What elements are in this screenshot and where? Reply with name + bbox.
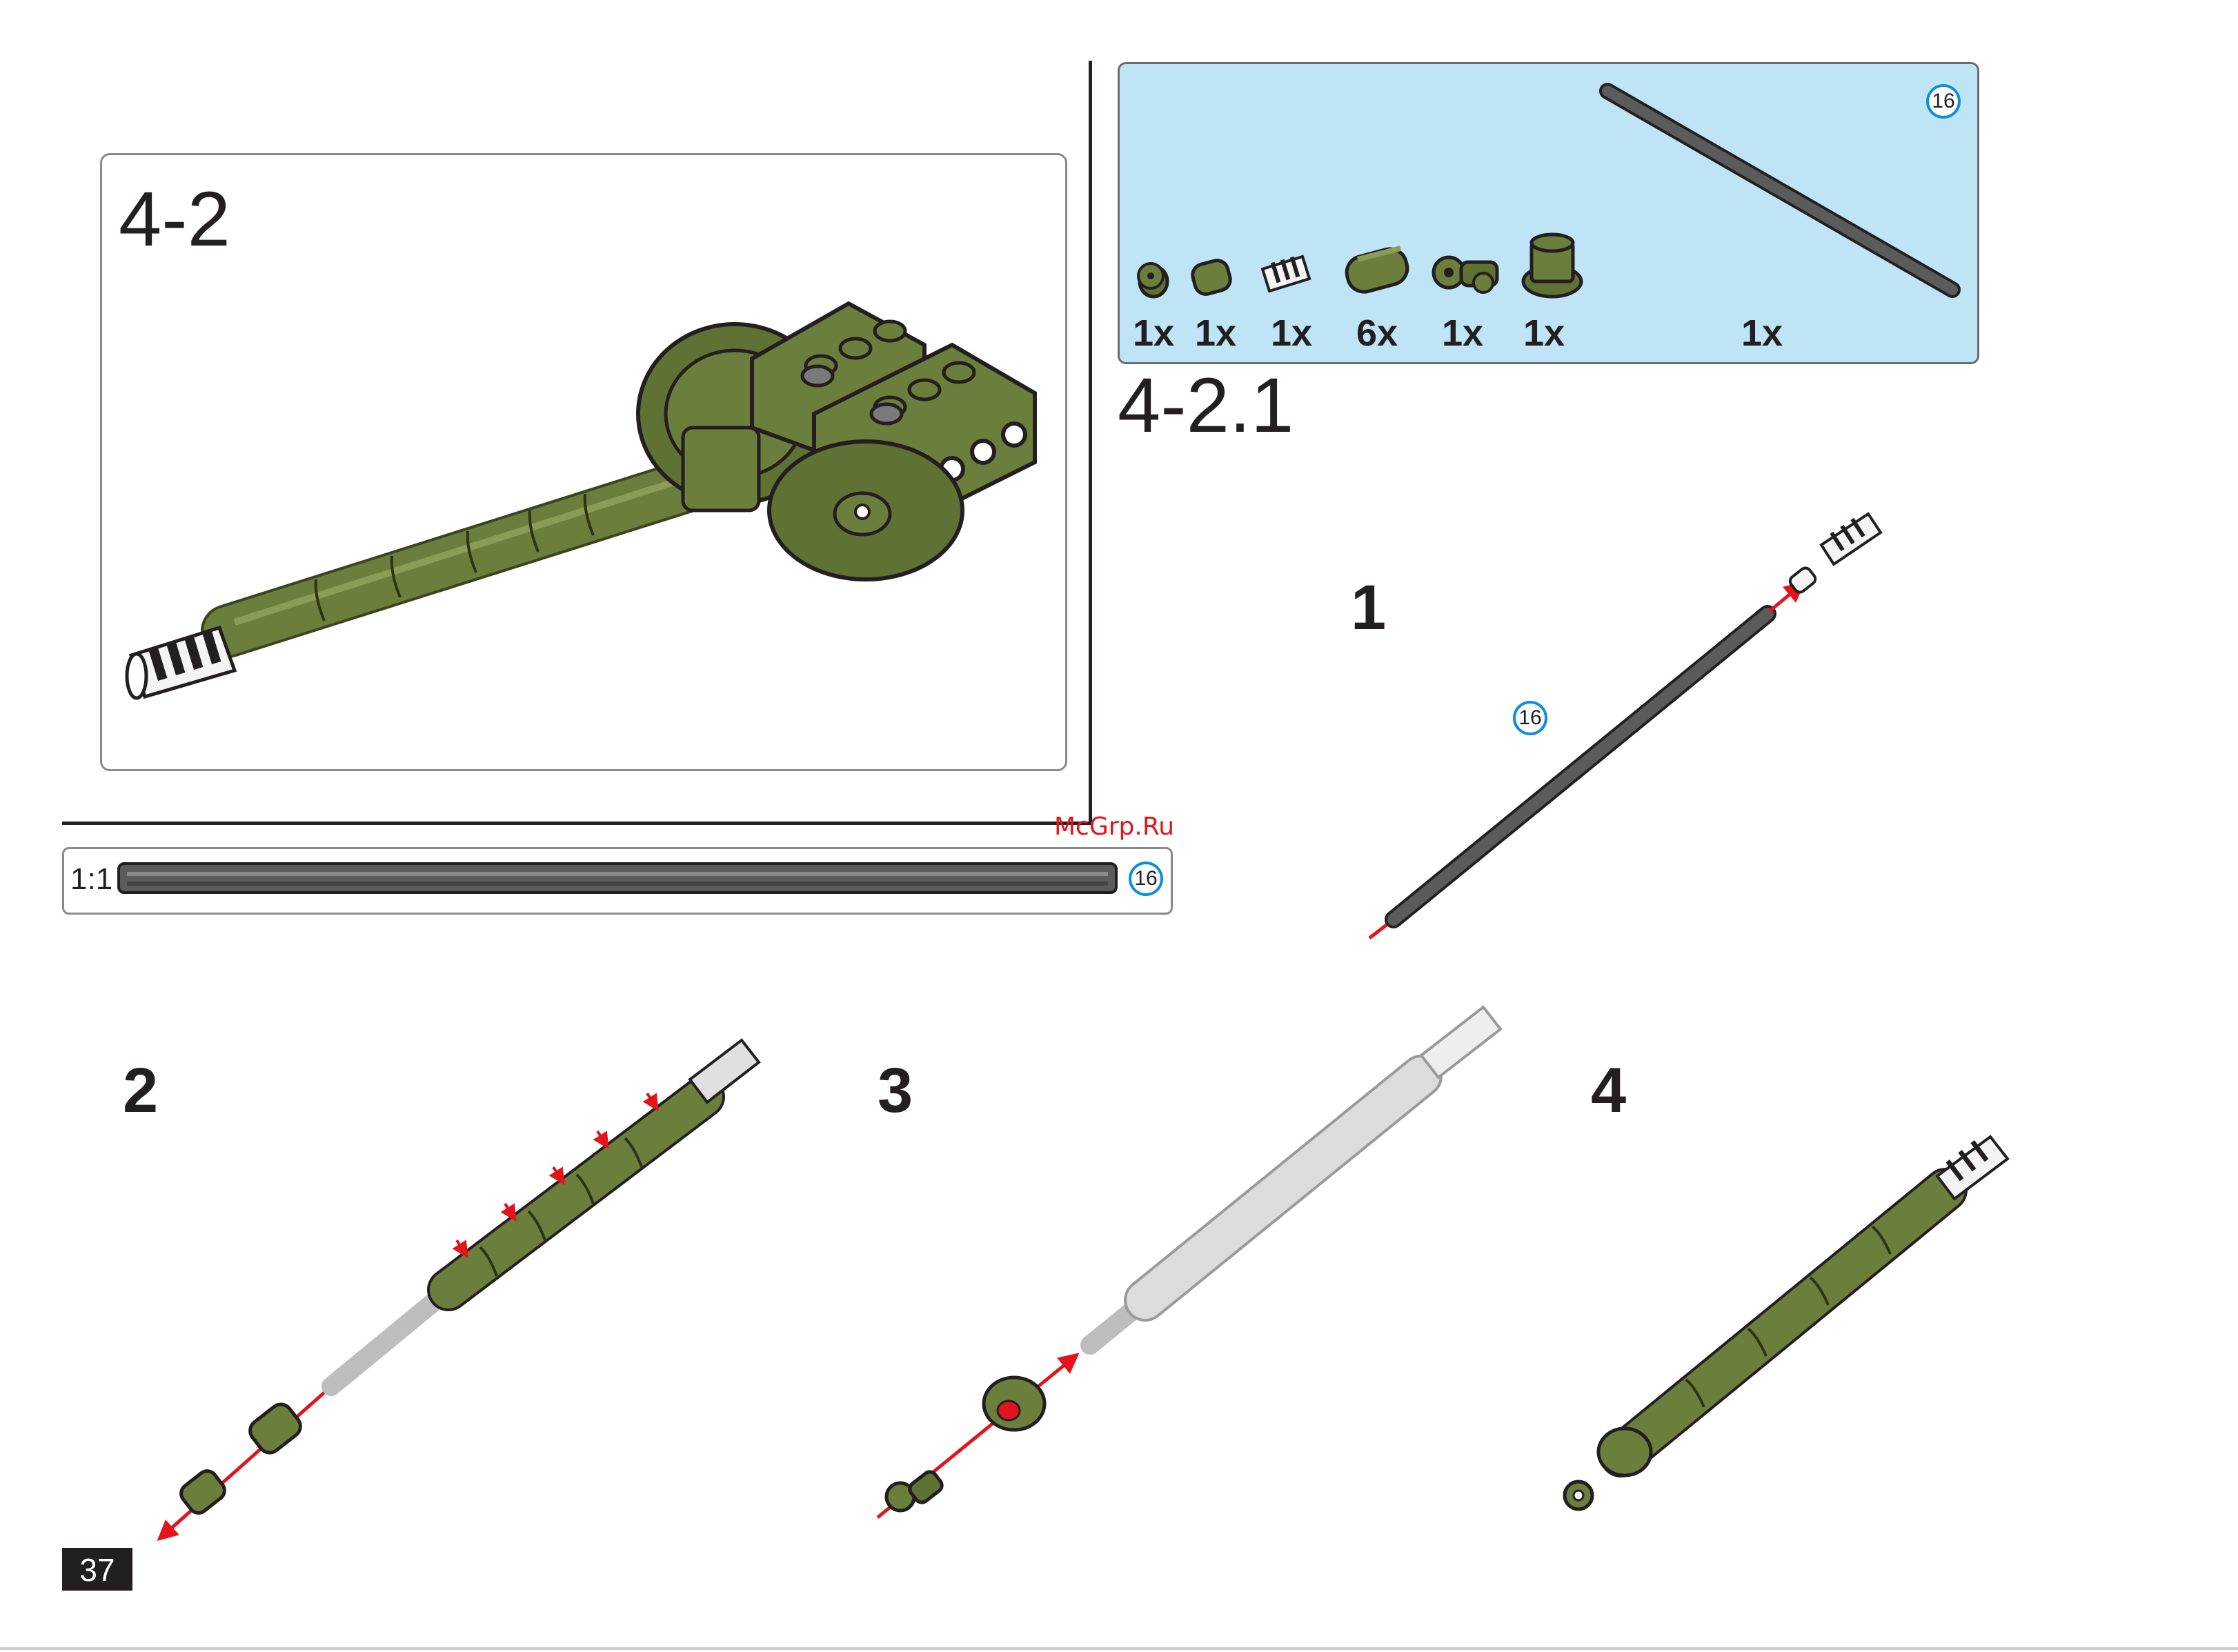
scale-guide-badge: 16 [1129, 862, 1163, 896]
step-3-number: 3 [878, 1059, 913, 1122]
scale-guide-label: 1:1 [70, 862, 112, 897]
step-4-number: 4 [1591, 1059, 1626, 1122]
parts-box-axle-badge: 16 [1926, 84, 1961, 119]
scale-guide-axle [117, 862, 1118, 894]
horizontal-divider [62, 822, 1092, 825]
step-1-illustration [1369, 514, 1881, 938]
assembly-preview-panel [100, 153, 1067, 771]
step-4-illustration [1565, 1137, 2008, 1509]
parts-qty-6: 1x [1523, 315, 1565, 352]
bottom-edge-line [0, 1647, 2238, 1650]
parts-qty-5: 1x [1442, 315, 1483, 352]
parts-qty-4: 6x [1356, 315, 1398, 352]
assembly-label: 4-2 [119, 181, 230, 258]
parts-qty-2: 1x [1195, 315, 1236, 352]
page-number: 37 [62, 1552, 132, 1588]
parts-qty-7: 1x [1741, 315, 1783, 352]
step-2-number: 2 [123, 1059, 158, 1122]
step-1-number: 1 [1351, 576, 1386, 639]
watermark: McGrp.Ru [1054, 813, 1174, 841]
step-2-illustration [160, 1040, 759, 1538]
vertical-divider [1089, 61, 1092, 825]
parts-qty-3: 1x [1271, 315, 1312, 352]
step-1-badge: 16 [1513, 701, 1547, 735]
substep-label: 4-2.1 [1118, 367, 1294, 444]
parts-qty-1: 1x [1133, 315, 1174, 352]
step-3-illustration [878, 1007, 1501, 1517]
